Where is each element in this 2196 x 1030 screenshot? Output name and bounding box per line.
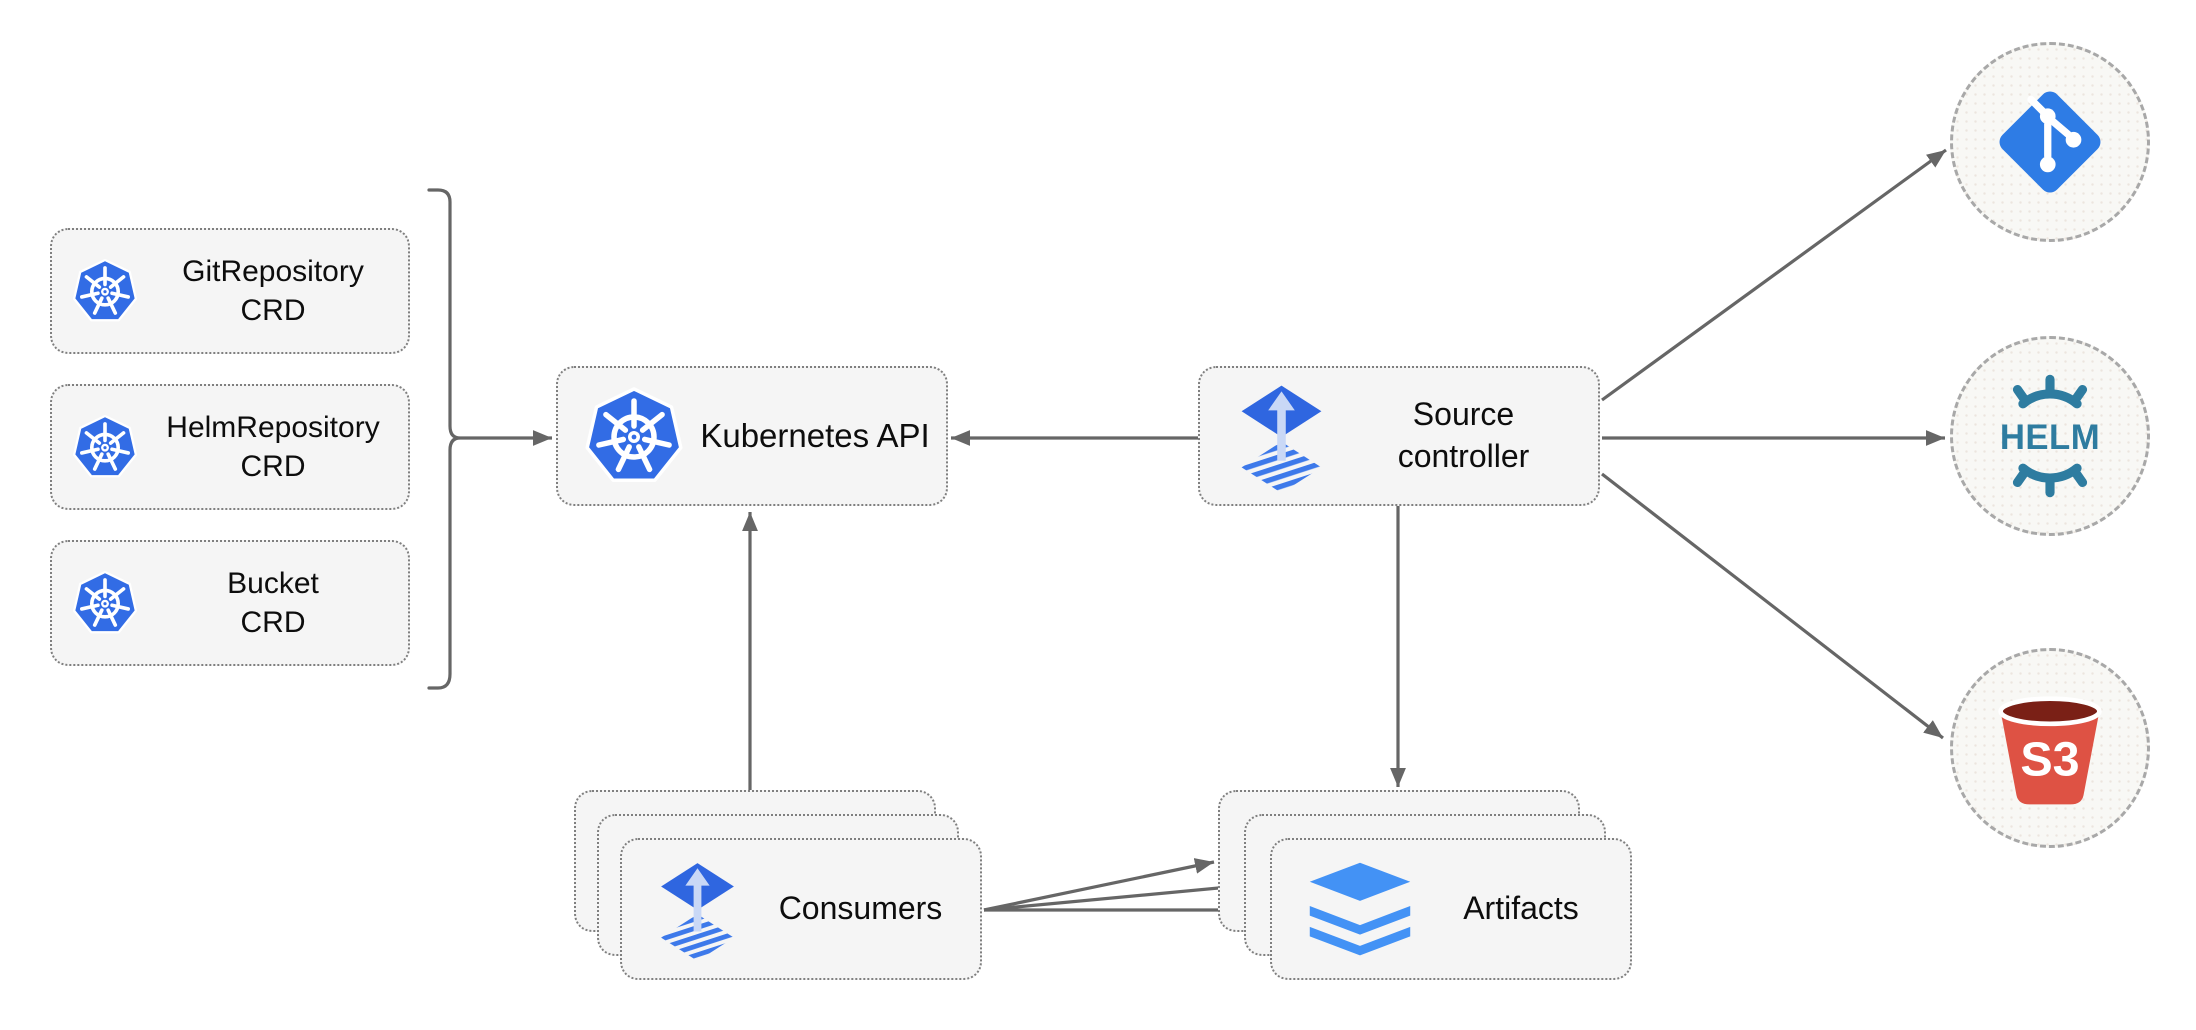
flux-icon <box>654 857 741 961</box>
arrow-source-to-git <box>1601 148 1947 402</box>
consumers-label: Consumers <box>778 890 943 927</box>
gitrepository-crd-label: GitRepository CRD <box>182 255 364 327</box>
helmrepository-crd-label: HelmRepository CRD <box>166 411 380 483</box>
s3-bucket-icon: S3 <box>1998 695 2102 804</box>
flux-icon <box>1234 379 1329 493</box>
arrow-consumers-to-artifacts-mid <box>983 879 1241 912</box>
layers-icon <box>1308 861 1412 958</box>
endpoint-s3-bucket: S3 <box>1950 648 2150 848</box>
node-kubernetes-api: Kubernetes API <box>556 366 948 506</box>
kubernetes-api-label: Kubernetes API <box>700 416 930 454</box>
bucket-crd-label: Bucket CRD <box>227 567 319 639</box>
arrow-source-to-s3 <box>1601 472 1944 740</box>
node-consumers: Consumers <box>620 838 982 980</box>
crd-group-bracket <box>427 188 461 690</box>
s3-logo-text: S3 <box>2020 732 2079 786</box>
node-bucket-crd: Bucket CRD <box>50 540 410 666</box>
node-helmrepository-crd: HelmRepository CRD <box>50 384 410 510</box>
source-controller-label: Source controller <box>1397 396 1530 474</box>
endpoint-helm-repository: HELM <box>1950 336 2150 536</box>
node-gitrepository-crd: GitRepository CRD <box>50 228 410 354</box>
kubernetes-icon <box>72 414 138 480</box>
kubernetes-icon <box>72 570 138 636</box>
kubernetes-icon <box>584 386 684 486</box>
arrow-consumers-to-artifacts-back <box>983 858 1215 912</box>
helm-logo-text: HELM <box>2000 419 2100 457</box>
artifacts-label: Artifacts <box>1463 890 1579 927</box>
endpoint-git-repository <box>1950 42 2150 242</box>
node-artifacts: Artifacts <box>1270 838 1632 980</box>
node-source-controller: Source controller <box>1198 366 1600 506</box>
kubernetes-icon <box>72 258 138 324</box>
helm-icon: HELM <box>2000 374 2100 498</box>
git-icon <box>1994 86 2106 198</box>
